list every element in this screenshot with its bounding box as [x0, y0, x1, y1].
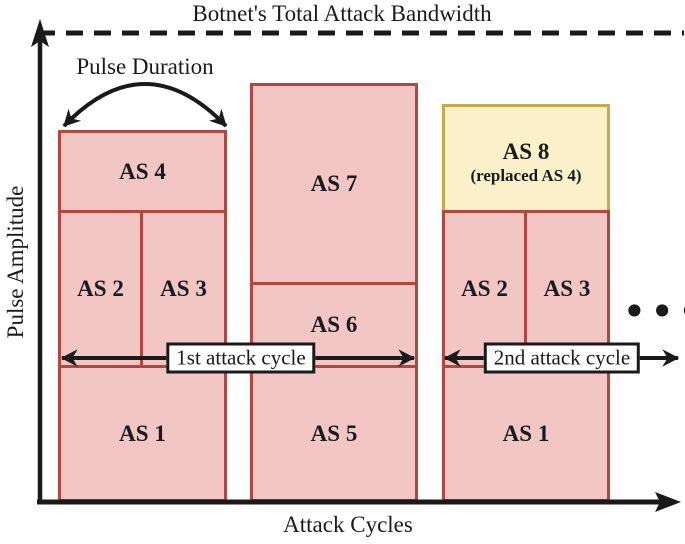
block-as1-cycle1: AS 1 — [58, 365, 227, 502]
block-as8-label: AS 8 — [502, 138, 550, 164]
block-as2-cycle1: AS 2 — [58, 210, 143, 368]
block-as4: AS 4 — [58, 130, 227, 213]
block-as6-label: AS 6 — [310, 312, 358, 337]
block-as5: AS 5 — [250, 365, 418, 502]
block-as3-cycle1: AS 3 — [140, 210, 227, 368]
block-as7: AS 7 — [250, 83, 418, 285]
block-as1-label: AS 1 — [119, 420, 166, 446]
block-as2-label: AS 2 — [77, 276, 124, 301]
block-as8-replacement: AS 8 (replaced AS 4) — [442, 104, 610, 213]
y-axis-arrow-icon — [31, 19, 49, 47]
block-as3-cycle2: AS 3 — [524, 210, 610, 368]
y-axis — [31, 19, 49, 503]
first-cycle-label: 1st attack cycle — [166, 342, 316, 374]
block-as2-label: AS 2 — [461, 276, 508, 301]
block-as5-label: AS 5 — [310, 420, 358, 446]
second-cycle-label-text: 2nd attack cycle — [493, 345, 631, 370]
x-axis-arrow-icon — [655, 492, 681, 512]
block-as4-label: AS 4 — [119, 158, 166, 184]
pulse-duration-label: Pulse Duration — [76, 54, 214, 79]
block-as3-label: AS 3 — [543, 276, 591, 301]
continuation-dots: ••• — [622, 287, 685, 336]
x-axis-label: Attack Cycles — [283, 512, 413, 537]
y-axis-label: Pulse Amplitude — [3, 185, 28, 339]
block-as8-sublabel: (replaced AS 4) — [470, 165, 582, 185]
second-cycle-label: 2nd attack cycle — [483, 342, 641, 374]
figure-title: Botnet's Total Attack Bandwidth — [192, 1, 492, 26]
block-as1-label: AS 1 — [502, 420, 550, 446]
block-as1-cycle2: AS 1 — [442, 365, 610, 502]
block-as7-label: AS 7 — [310, 171, 358, 196]
first-cycle-label-text: 1st attack cycle — [176, 345, 306, 370]
block-as3-label: AS 3 — [160, 276, 207, 301]
pulse-duration-arrow — [62, 82, 228, 128]
